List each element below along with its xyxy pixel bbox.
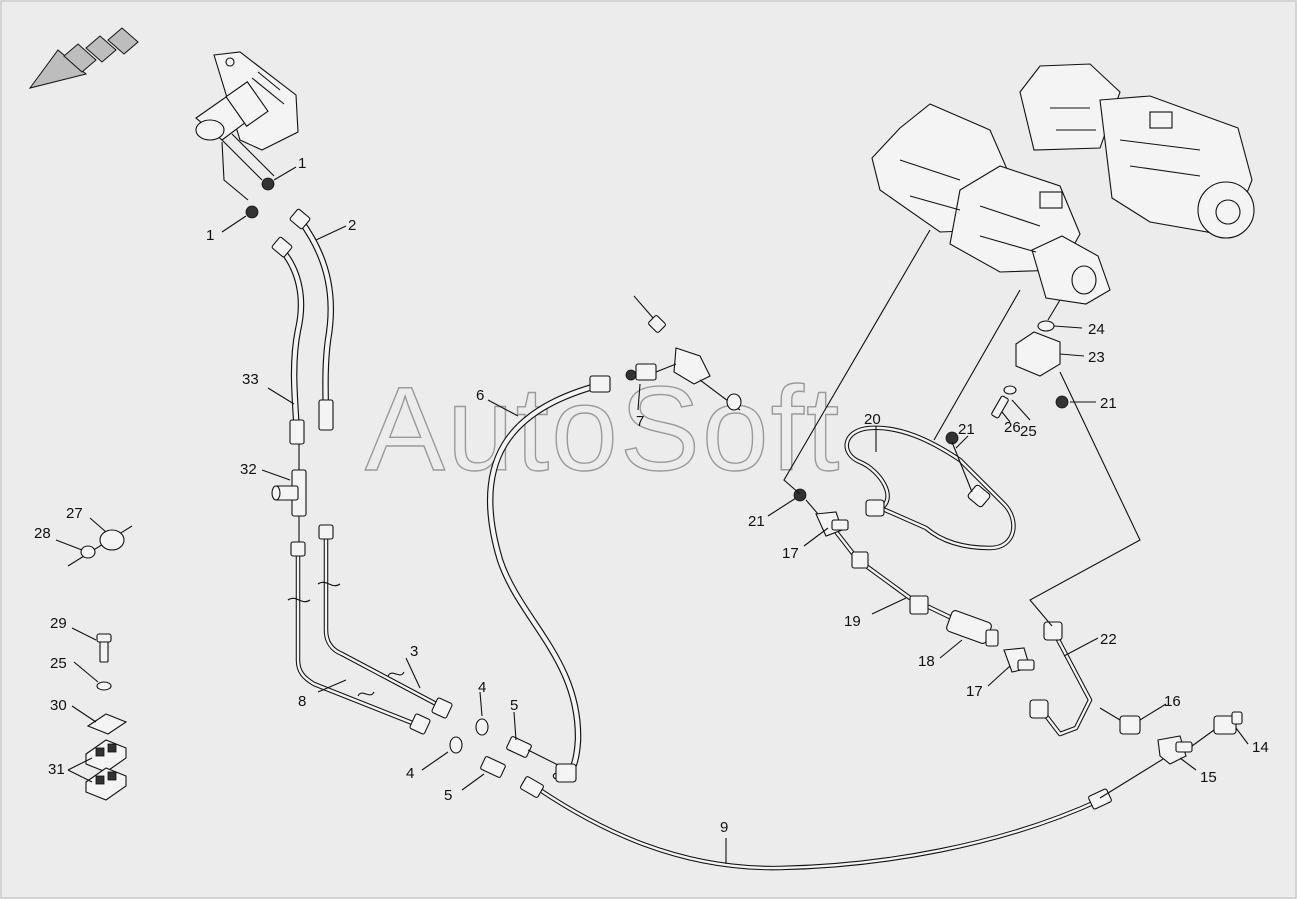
tee-fitting-7 xyxy=(625,295,742,411)
plate-30-clamp-31 xyxy=(85,713,128,801)
tube-22 xyxy=(1029,621,1093,737)
routing-lines xyxy=(783,229,1141,627)
callout-27: 27 xyxy=(66,505,83,522)
tee-fitting-32 xyxy=(271,444,307,545)
callout-14: 14 xyxy=(1252,739,1269,756)
callout-31: 31 xyxy=(48,761,65,778)
callout-21c: 21 xyxy=(1100,395,1117,412)
callout-4a: 4 xyxy=(478,679,486,696)
callout-23: 23 xyxy=(1088,349,1105,366)
callout-8: 8 xyxy=(298,693,306,710)
hose-9 xyxy=(520,755,1169,871)
callout-7: 7 xyxy=(636,413,644,430)
callout-17a: 17 xyxy=(782,545,799,562)
callout-16: 16 xyxy=(1164,693,1181,710)
callout-21a: 21 xyxy=(748,513,765,530)
hose-33 xyxy=(276,244,305,436)
hose-6 xyxy=(486,375,611,783)
callout-25b: 25 xyxy=(50,655,67,672)
callout-20: 20 xyxy=(864,411,881,428)
callout-26: 26 xyxy=(1004,419,1021,436)
tube-break-marks xyxy=(287,581,405,697)
tee-fitting-17-lower xyxy=(1003,647,1035,673)
callout-29: 29 xyxy=(50,615,67,632)
tube-3 xyxy=(318,524,453,719)
callout-17b: 17 xyxy=(966,683,983,700)
callout-2: 2 xyxy=(348,217,356,234)
callout-3: 3 xyxy=(410,643,418,660)
nut-27-fitting-28 xyxy=(67,525,133,567)
callout-6: 6 xyxy=(476,387,484,404)
direction-arrow-icon xyxy=(28,27,139,89)
callout-18: 18 xyxy=(918,653,935,670)
tube-8 xyxy=(290,541,431,735)
callout-15: 15 xyxy=(1200,769,1217,786)
leader-lines xyxy=(55,166,1249,864)
fittings-14-15-16 xyxy=(1099,707,1243,765)
callout-9: 9 xyxy=(720,819,728,836)
callout-5a: 5 xyxy=(510,697,518,714)
check-valve-18 xyxy=(946,610,999,647)
callout-1b: 1 xyxy=(206,227,214,244)
callout-30: 30 xyxy=(50,697,67,714)
callout-24: 24 xyxy=(1088,321,1105,338)
callout-32: 32 xyxy=(240,461,257,478)
tee-fitting-17-upper xyxy=(793,488,849,537)
hydraulic-pump-assembly xyxy=(871,63,1255,305)
hose-fittings-top xyxy=(245,177,334,445)
control-valve-bracket xyxy=(195,51,299,201)
tube-20 xyxy=(844,425,1016,551)
callout-4b: 4 xyxy=(406,765,414,782)
callout-25a: 25 xyxy=(1020,423,1037,440)
bolt-29-washer-25 xyxy=(96,633,112,691)
tube-19 xyxy=(827,521,963,625)
callout-21b: 21 xyxy=(958,421,975,438)
seal-and-adapter-group xyxy=(449,718,561,778)
callout-labels: 1 1 2 3 4 4 5 5 6 7 8 9 14 15 16 17 17 1… xyxy=(34,155,1269,836)
callout-5b: 5 xyxy=(444,787,452,804)
callout-1a: 1 xyxy=(298,155,306,172)
hose-2 xyxy=(296,216,335,428)
block-23-group xyxy=(945,320,1069,445)
callout-28: 28 xyxy=(34,525,51,542)
callout-19: 19 xyxy=(844,613,861,630)
callout-33: 33 xyxy=(242,371,259,388)
callout-22: 22 xyxy=(1100,631,1117,648)
